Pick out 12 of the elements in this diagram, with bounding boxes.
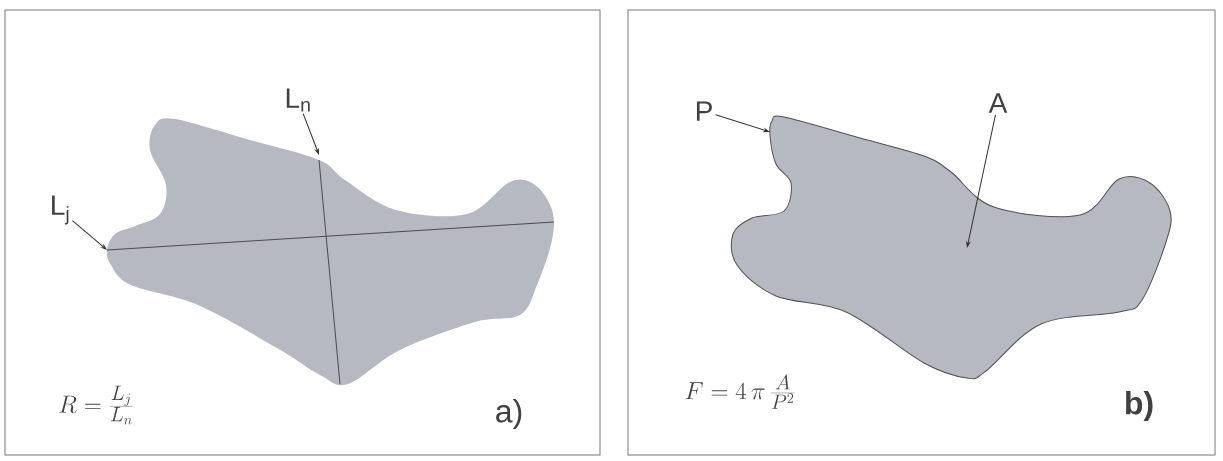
- leader-arrow: [715, 114, 770, 133]
- callout-label: L$_{j}$: [52, 195, 69, 225]
- formula: $R = \frac{L_j}{L_n}$: [59, 385, 133, 425]
- panel-label: a): [496, 399, 522, 429]
- callout-label: A: [988, 93, 1008, 113]
- panel-label: b): [1126, 391, 1153, 421]
- callout-label: P: [696, 101, 712, 121]
- callout-label: L$_{n}$: [286, 88, 310, 112]
- leader-arrow: [966, 114, 996, 248]
- leader-arrow: [302, 113, 319, 155]
- leader-arrow: [71, 220, 107, 250]
- formula: $F = 4\,\pi\,\frac{A}{P^2}$: [685, 374, 795, 409]
